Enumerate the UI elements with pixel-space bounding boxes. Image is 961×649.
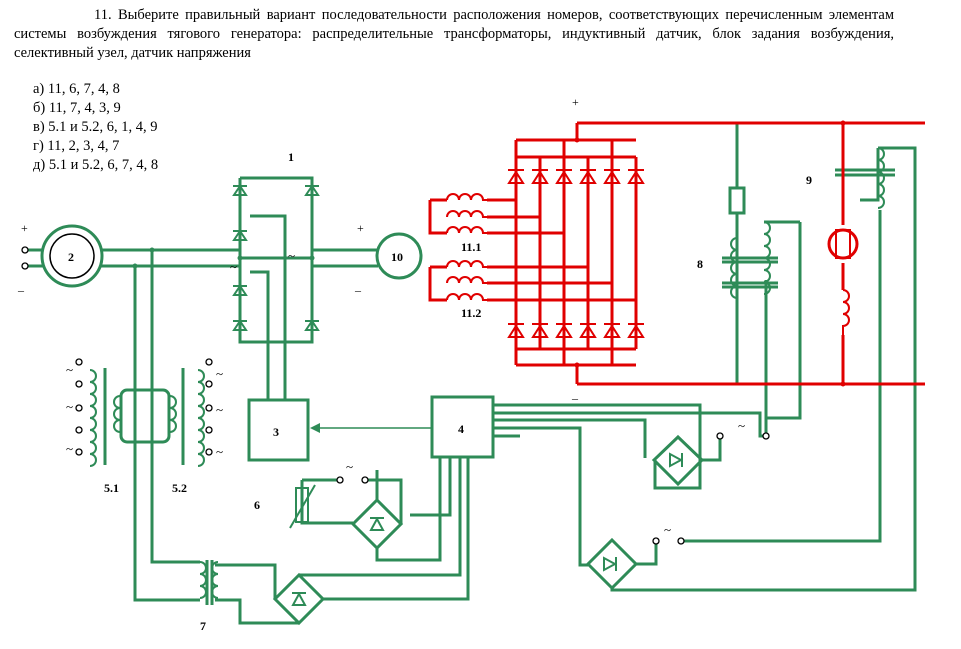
generator-symbol bbox=[21, 224, 104, 288]
junction-dots bbox=[132, 247, 315, 269]
control-windings bbox=[89, 147, 885, 599]
tilde-mark: ~ bbox=[230, 259, 237, 274]
label-element-7: 7 bbox=[200, 619, 206, 633]
label-winding-11-2: 11.2 bbox=[461, 306, 481, 320]
tilde-mark: ~ bbox=[738, 418, 745, 433]
sign-bus-plus: + bbox=[572, 95, 579, 109]
answer-option-c[interactable]: в) 5.1 и 5.2, 6, 1, 4, 9 bbox=[33, 119, 158, 135]
variable-resistor-symbol bbox=[289, 484, 316, 529]
label-motor-10: 10 bbox=[391, 250, 403, 264]
tilde-mark: ~ bbox=[216, 402, 223, 417]
tilde-mark: ~ bbox=[66, 399, 73, 414]
bridge-diode-icons bbox=[291, 452, 684, 606]
sign-bus-minus: – bbox=[571, 391, 579, 405]
tilde-mark: ~ bbox=[216, 366, 223, 381]
tilde-mark: ~ bbox=[346, 459, 353, 474]
power-rectifier-diodes bbox=[507, 169, 645, 338]
rectifier-diodes bbox=[232, 184, 320, 331]
tilde-mark: ~ bbox=[66, 441, 73, 456]
label-element-9: 9 bbox=[806, 173, 812, 187]
label-rectifier-1: 1 bbox=[288, 150, 294, 164]
label-generator-2: 2 bbox=[68, 250, 74, 264]
distribution-transformer-windings bbox=[446, 193, 487, 301]
question-text: 11. Выберите правильный вариант последов… bbox=[14, 7, 894, 61]
power-junction-dots bbox=[574, 120, 846, 387]
answer-option-e[interactable]: д) 5.1 и 5.2, 6, 7, 4, 8 bbox=[33, 157, 159, 173]
sign-motor-plus: + bbox=[357, 221, 364, 235]
power-circuit bbox=[428, 121, 925, 386]
answer-option-a[interactable]: а) 11, 6, 7, 4, 8 bbox=[33, 81, 120, 97]
answer-options: а) 11, 6, 7, 4, 8 б) 11, 7, 4, 3, 9 в) 5… bbox=[33, 80, 158, 175]
tilde-mark: ~ bbox=[664, 522, 671, 537]
label-block-3: 3 bbox=[273, 425, 279, 439]
label-element-6: 6 bbox=[254, 498, 260, 512]
auxiliary-motor-symbol bbox=[827, 228, 859, 335]
label-block-4: 4 bbox=[458, 422, 464, 436]
terminal-contacts bbox=[75, 358, 770, 545]
tilde-mark: ~ bbox=[288, 248, 295, 263]
tilde-mark: ~ bbox=[216, 444, 223, 459]
label-element-8: 8 bbox=[697, 257, 703, 271]
answer-option-b[interactable]: б) 11, 7, 4, 3, 9 bbox=[33, 100, 121, 116]
label-transformer-5-2: 5.2 bbox=[172, 481, 187, 495]
sign-gen-minus: – bbox=[17, 283, 25, 297]
sign-gen-plus: + bbox=[21, 221, 28, 235]
label-transformer-5-1: 5.1 bbox=[104, 481, 119, 495]
signal-arrow bbox=[310, 423, 432, 433]
traction-motor-symbol bbox=[375, 232, 423, 280]
sign-motor-minus: – bbox=[354, 283, 362, 297]
label-winding-11-1: 11.1 bbox=[461, 240, 481, 254]
tilde-mark: ~ bbox=[66, 362, 73, 377]
answer-option-d[interactable]: г) 11, 2, 3, 4, 7 bbox=[33, 138, 120, 154]
